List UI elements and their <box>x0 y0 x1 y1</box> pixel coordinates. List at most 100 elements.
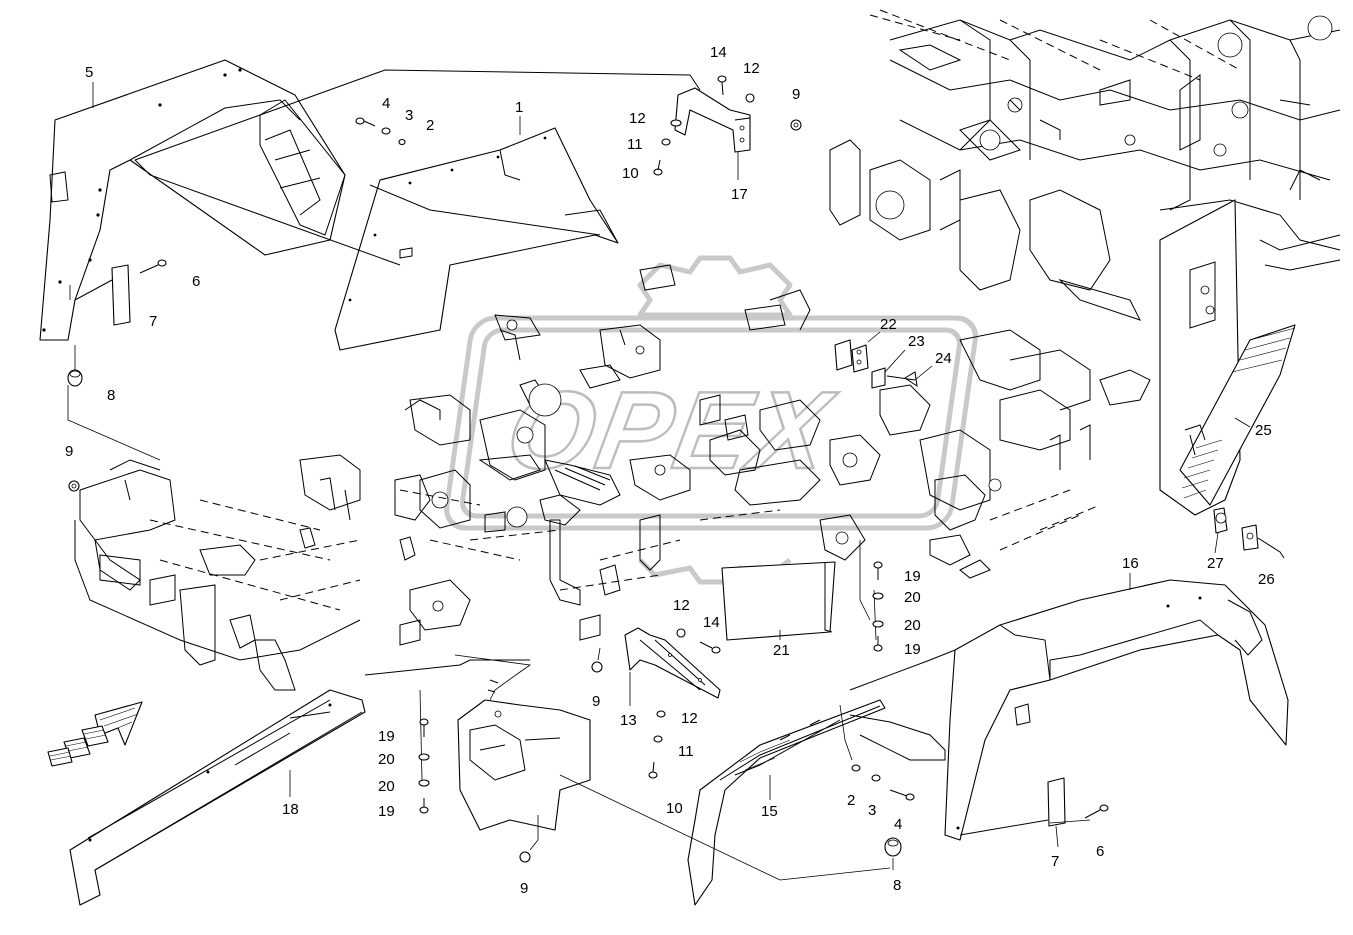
callout-12: 12 <box>743 60 760 77</box>
plate-7-left <box>74 264 131 326</box>
callout-20: 20 <box>904 589 921 606</box>
callout-15: 15 <box>761 803 778 820</box>
washer-icon <box>398 138 406 146</box>
callout-3: 3 <box>405 107 413 124</box>
callout-11: 11 <box>627 136 643 153</box>
callout-25: 25 <box>1255 422 1272 439</box>
callout-1: 1 <box>515 99 523 116</box>
bumper-8-right <box>884 837 902 870</box>
callout-20: 20 <box>378 751 395 768</box>
step-rail-18 <box>69 689 366 906</box>
callout-11: 11 <box>678 743 694 760</box>
callout-18: 18 <box>282 801 299 818</box>
watermark-logo: OPEX <box>444 255 978 585</box>
nut-icon <box>519 851 531 863</box>
main-frame-left <box>74 459 601 691</box>
callout-22: 22 <box>880 316 897 333</box>
bracket-13 <box>624 627 721 699</box>
nut-icon <box>790 119 802 131</box>
side-panel-25 <box>1159 199 1296 516</box>
bracket-center-lower <box>364 654 591 831</box>
screw-icon <box>717 75 727 96</box>
callout-10: 10 <box>622 165 639 182</box>
callout-26: 26 <box>1258 571 1275 588</box>
main-frame-right <box>919 329 1151 579</box>
washer-icon <box>418 779 430 787</box>
callout-7: 7 <box>149 313 157 330</box>
callout-21: 21 <box>773 642 790 659</box>
callout-13: 13 <box>620 712 637 729</box>
bracket-17 <box>674 87 751 153</box>
screw-icon <box>873 636 883 652</box>
callout-27: 27 <box>1207 555 1224 572</box>
screw-icon <box>889 789 915 801</box>
parts-26-27 <box>1213 507 1285 559</box>
washer-icon <box>653 735 663 743</box>
callout-3: 3 <box>868 802 876 819</box>
parts-22-23-24 <box>834 339 918 389</box>
screw-icon <box>873 561 883 580</box>
main-frame-upper <box>829 9 1341 321</box>
washer-icon <box>872 592 884 600</box>
fender-right-16 <box>849 579 1289 841</box>
washer-icon <box>872 620 884 628</box>
main-frame-center <box>259 264 931 606</box>
callout-12: 12 <box>673 597 690 614</box>
callout-6: 6 <box>192 273 200 290</box>
callout-24: 24 <box>935 350 952 367</box>
nut-icon <box>676 628 686 638</box>
callout-5: 5 <box>85 64 93 81</box>
callout-labels: 1 2 3 4 5 6 7 8 9 9 9 9 10 10 11 11 12 1… <box>65 44 1275 897</box>
fender-left-5 <box>39 59 346 341</box>
cover-panel-1 <box>134 69 701 351</box>
callout-2: 2 <box>426 117 434 134</box>
screw-icon <box>1084 804 1109 819</box>
screw-icon <box>139 259 167 274</box>
callout-leaders <box>92 82 1251 848</box>
nut-icon <box>591 661 603 673</box>
screw-icon <box>648 761 658 779</box>
callout-4: 4 <box>382 95 390 112</box>
callout-20: 20 <box>904 617 921 634</box>
callout-9: 9 <box>592 693 600 710</box>
nut-icon <box>745 93 755 103</box>
screw-icon <box>699 641 721 654</box>
direction-arrow-icon <box>47 701 143 767</box>
callout-10: 10 <box>666 800 683 817</box>
washer-icon <box>661 138 671 146</box>
nut-icon <box>68 480 80 492</box>
callout-4: 4 <box>894 816 902 833</box>
plate-7-right <box>959 777 1066 836</box>
screw-icon <box>355 117 376 127</box>
watermark-frame <box>444 315 978 531</box>
callout-19: 19 <box>378 803 395 820</box>
washer-icon <box>381 127 391 135</box>
callout-7: 7 <box>1051 853 1059 870</box>
screw-icon <box>419 718 429 737</box>
washer-icon <box>418 753 430 761</box>
callout-19: 19 <box>904 641 921 658</box>
callout-9: 9 <box>65 443 73 460</box>
callout-19: 19 <box>904 568 921 585</box>
callout-16: 16 <box>1122 555 1139 572</box>
screw-icon <box>653 159 663 176</box>
callout-2: 2 <box>847 792 855 809</box>
callout-12: 12 <box>629 110 646 127</box>
callout-14: 14 <box>710 44 727 61</box>
callout-12: 12 <box>681 710 698 727</box>
callout-14: 14 <box>703 614 720 631</box>
side-bracket-15 <box>687 699 946 906</box>
bumper-8-left <box>67 345 161 461</box>
callout-6: 6 <box>1096 843 1104 860</box>
callout-19: 19 <box>378 728 395 745</box>
callout-20: 20 <box>378 778 395 795</box>
screw-icon <box>419 798 429 814</box>
fasteners <box>68 75 1109 863</box>
watermark-frame-inner <box>460 327 963 519</box>
callout-8: 8 <box>893 877 901 894</box>
washer-icon <box>656 710 666 718</box>
washer-icon <box>871 774 881 782</box>
callout-23: 23 <box>908 333 925 350</box>
callout-17: 17 <box>731 186 748 203</box>
